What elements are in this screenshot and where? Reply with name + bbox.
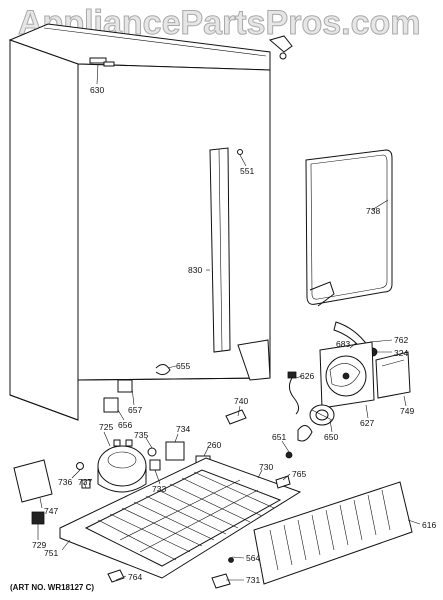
art-number: (ART NO. WR18127 C)	[10, 583, 95, 592]
label-630: 630	[90, 85, 104, 95]
part-657	[117, 379, 133, 393]
label-734: 734	[176, 424, 190, 434]
label-725: 725	[99, 422, 113, 432]
part-number-labels: 630 551 738 830 762 683 324 655 626 657 …	[32, 85, 436, 585]
label-747: 747	[44, 506, 58, 516]
cord-626	[288, 377, 300, 415]
label-740: 740	[234, 396, 248, 406]
part-733	[149, 459, 161, 471]
clip-765	[275, 475, 291, 489]
gasket-738	[305, 149, 393, 307]
label-736: 736	[58, 477, 72, 487]
label-324: 324	[394, 348, 408, 358]
label-735: 735	[134, 430, 148, 440]
part-734	[165, 441, 185, 461]
label-764: 764	[128, 572, 142, 582]
label-655: 655	[176, 361, 190, 371]
part-735	[147, 447, 157, 457]
leader-lines	[37, 63, 421, 581]
condenser-base-751	[59, 457, 302, 579]
part-729	[31, 511, 45, 525]
label-651: 651	[272, 432, 286, 442]
label-730: 730	[259, 462, 273, 472]
label-830: 830	[188, 265, 202, 275]
cabinet	[8, 23, 293, 421]
label-627: 627	[360, 418, 374, 428]
clip-731	[211, 573, 231, 589]
label-751: 751	[44, 548, 58, 558]
fan-blade-651	[285, 425, 313, 459]
label-616: 616	[422, 520, 436, 530]
bracket-747	[13, 459, 53, 503]
clip-764	[107, 569, 125, 583]
label-657: 657	[128, 405, 142, 415]
label-650: 650	[324, 432, 338, 442]
label-729: 729	[32, 540, 46, 550]
bracket-740	[225, 409, 247, 425]
label-683: 683	[336, 339, 350, 349]
compressor-725	[97, 439, 147, 493]
label-564: 564	[246, 553, 260, 563]
label-626: 626	[300, 371, 314, 381]
label-765: 765	[292, 469, 306, 479]
label-260: 260	[207, 440, 221, 450]
label-762: 762	[394, 335, 408, 345]
cord-plug	[287, 371, 297, 379]
condenser-fan-627	[319, 341, 411, 409]
label-551: 551	[240, 166, 254, 176]
label-749: 749	[400, 406, 414, 416]
fan-motor-650	[309, 404, 335, 426]
part-656	[103, 397, 119, 413]
label-738: 738	[366, 206, 380, 216]
grommet-736	[76, 462, 84, 470]
screw-564	[228, 557, 234, 563]
label-731: 731	[246, 575, 260, 585]
label-733: 733	[152, 484, 166, 494]
clip-655	[155, 364, 171, 376]
label-737: 737	[78, 477, 92, 487]
grille-616	[253, 481, 413, 585]
label-656: 656	[118, 420, 132, 430]
